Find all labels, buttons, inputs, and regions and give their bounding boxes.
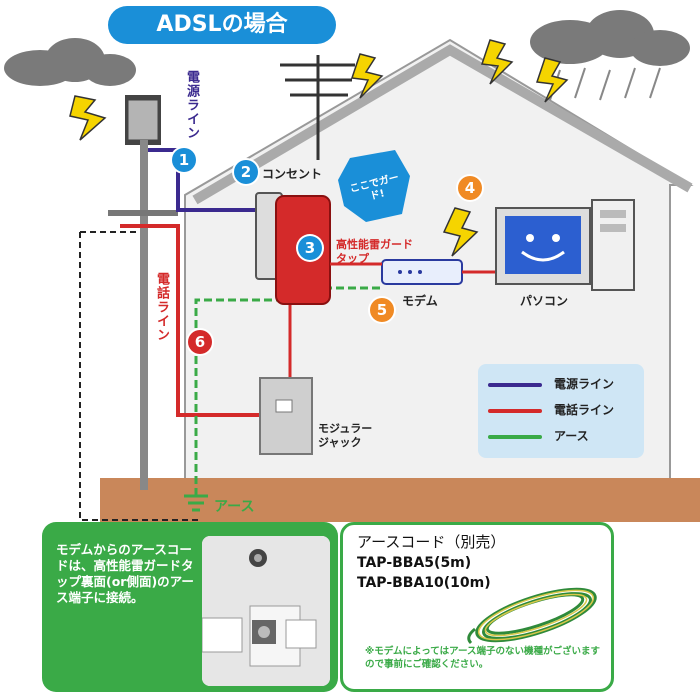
ground-strip: [100, 478, 700, 522]
cord-title: アースコード（別売）: [357, 533, 506, 551]
cloud-right-icon: [530, 10, 690, 66]
antenna-icon: [280, 55, 355, 160]
guard-tap-label-2: タップ: [336, 252, 369, 265]
legend-label-earth: アース: [554, 429, 589, 443]
utility-pole: [108, 95, 178, 490]
pc-label: パソコン: [520, 294, 569, 308]
modem-label: モデム: [402, 294, 438, 308]
earth-terminal-icon: [202, 536, 330, 686]
page-title: ADSLの場合: [108, 6, 336, 44]
modular-jack-label-1: モジュラー: [318, 422, 373, 435]
phone-line: [120, 224, 262, 417]
lightning-icons: [69, 39, 569, 257]
terminal-photo: [202, 536, 330, 686]
power-line: [148, 148, 258, 212]
badge-3: 3: [298, 236, 322, 260]
earth-label: アース: [214, 499, 255, 515]
legend-swatch-power: [488, 383, 542, 387]
modular-jack-icon: [259, 377, 313, 455]
power-line-label: 電源ライン: [184, 70, 199, 140]
dashed-ground-line: [79, 232, 200, 521]
guard-tap-label-1: 高性能雷ガード: [336, 238, 413, 251]
earth-cord-icon: [467, 587, 597, 645]
cloud-left-icon: [4, 38, 136, 86]
house-roof: [192, 44, 693, 205]
badge-6: 6: [188, 330, 212, 354]
modular-jack-label-2: ジャック: [318, 436, 362, 449]
badge-4: 4: [458, 176, 482, 200]
info-panel: モデムからのアースコードは、高性能雷ガードタップ裏面(or側面)のアース端子に接…: [42, 522, 338, 692]
legend-label-phone: 電話ライン: [554, 403, 615, 417]
phone-line-label: 電話ライン: [154, 272, 169, 342]
cord-note: ※モデムによってはアース端子のない機種がございますので事前にご確認ください。: [365, 646, 601, 670]
info-text: モデムからのアースコードは、高性能雷ガードタップ裏面(or側面)のアース端子に接…: [56, 542, 194, 605]
badge-2: 2: [234, 160, 258, 184]
legend-label-power: 電源ライン: [554, 377, 615, 391]
badge-1: 1: [172, 148, 196, 172]
legend-swatch-earth: [488, 435, 542, 439]
earth-cord-panel: アースコード（別売） TAP-BBA5(5m) TAP-BBA10(10m) ※…: [340, 522, 614, 692]
cord-model-10m: TAP-BBA10(10m): [357, 575, 491, 591]
bubble-shape: [338, 150, 410, 222]
badge-5: 5: [370, 298, 394, 322]
outlet-label: コンセント: [262, 167, 323, 181]
legend-swatch-phone: [488, 409, 542, 413]
earth-ground-icon: [184, 494, 208, 512]
rain-icon: [549, 67, 661, 101]
cord-model-5m: TAP-BBA5(5m): [357, 555, 472, 571]
legend: 電源ライン 電話ライン アース: [478, 364, 644, 458]
